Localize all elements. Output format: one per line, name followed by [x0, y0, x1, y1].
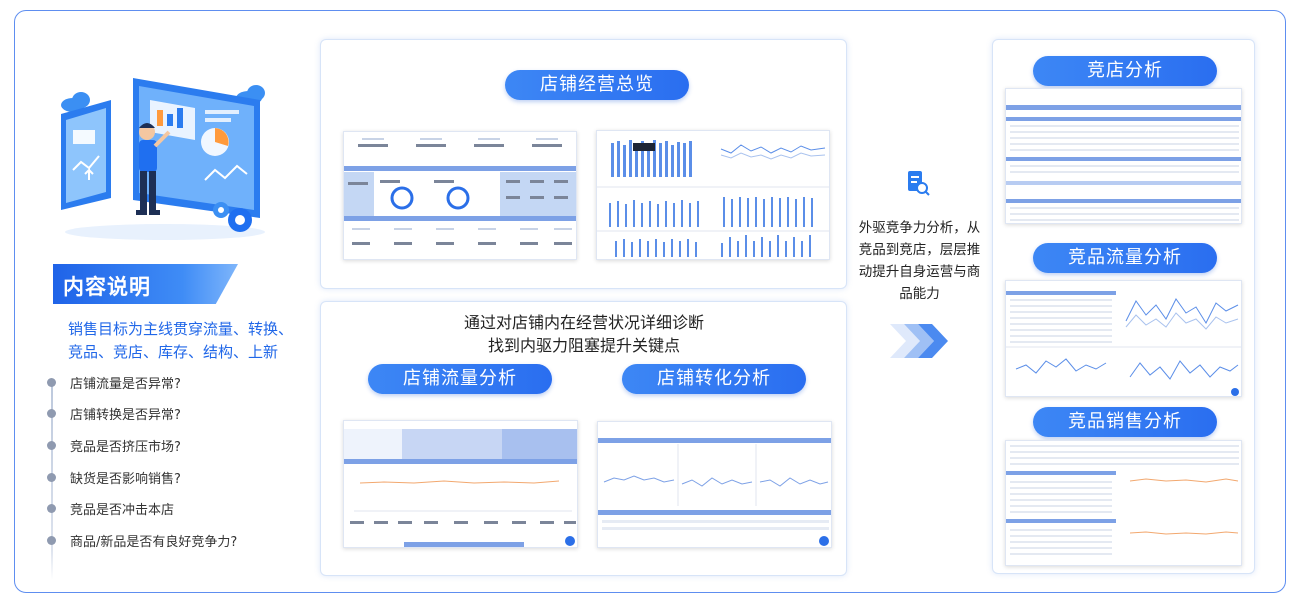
overview-title-pill[interactable]: 店铺经营总览 [505, 70, 689, 100]
question-text: 竞品是否挤压市场? [70, 440, 181, 455]
competition-line: 外驱竞争力分析，从 [858, 220, 981, 236]
intro-line: 竞品、竞店、库存、结构、上新 [68, 343, 279, 361]
store-conversion-thumbnail[interactable] [597, 421, 832, 548]
competitor-store-thumbnail[interactable] [1005, 88, 1242, 224]
competitor-store-title-pill[interactable]: 竞店分析 [1033, 56, 1217, 86]
competition-description: 外驱竞争力分析，从 竞品到竞店，层层推 动提升自身运营与商 品能力 [848, 217, 991, 305]
store-conversion-title-pill[interactable]: 店铺转化分析 [622, 364, 806, 394]
intro-line: 销售目标为主线贯穿流量、转换、 [68, 320, 294, 338]
analytics-illustration [55, 70, 275, 240]
bullet-dot [47, 473, 56, 482]
question-text: 商品/新品是否有良好竞争力? [70, 535, 238, 550]
diagnosis-line: 通过对店铺内在经营状况详细诊断 [463, 313, 704, 332]
competitor-sales-thumbnail[interactable] [1005, 440, 1242, 566]
question-text: 店铺转换是否异常? [70, 408, 181, 423]
overview-kpi-thumbnail[interactable] [343, 131, 577, 260]
competition-line: 品能力 [899, 286, 940, 302]
question-text: 缺货是否影响销售? [70, 472, 181, 487]
overview-charts-thumbnail[interactable] [596, 130, 830, 260]
question-text: 竞品是否冲击本店 [70, 503, 175, 518]
competitor-traffic-thumbnail[interactable] [1005, 280, 1242, 397]
competition-line: 动提升自身运营与商 [858, 264, 981, 280]
intro-description: 销售目标为主线贯穿流量、转换、 竞品、竞店、库存、结构、上新 [68, 318, 308, 364]
competitor-traffic-title-pill[interactable]: 竞品流量分析 [1033, 243, 1217, 273]
store-traffic-thumbnail[interactable] [343, 420, 578, 548]
diagnosis-text: 通过对店铺内在经营状况详细诊断 找到内驱力阻塞提升关键点 [322, 311, 846, 357]
bullet-dot [47, 504, 56, 513]
competitor-sales-title-pill[interactable]: 竞品销售分析 [1033, 407, 1217, 437]
document-search-icon [906, 170, 930, 196]
competition-line: 竞品到竞店，层层推 [858, 242, 981, 258]
bullet-dot [47, 409, 56, 418]
bullet-dot [47, 441, 56, 450]
intro-title-band: 内容说明 [53, 264, 238, 304]
arrow-right-icon [886, 322, 956, 360]
question-text: 店铺流量是否异常? [70, 377, 181, 392]
store-traffic-title-pill[interactable]: 店铺流量分析 [368, 364, 552, 394]
diagnosis-line: 找到内驱力阻塞提升关键点 [487, 336, 680, 355]
intro-title: 内容说明 [63, 275, 151, 299]
bullet-dot [47, 378, 56, 387]
bullet-dot [47, 536, 56, 545]
